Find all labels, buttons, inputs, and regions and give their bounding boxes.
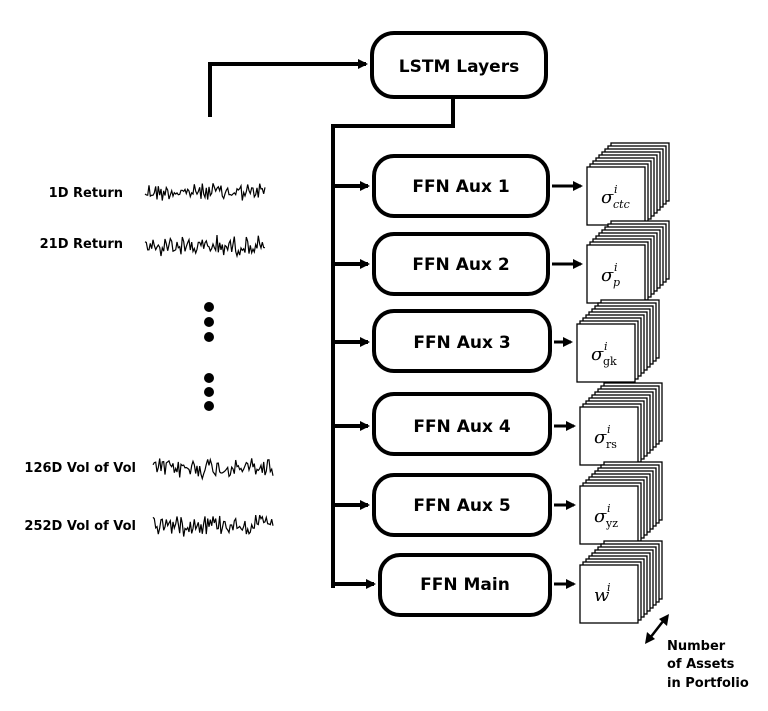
output-superscript: i [607, 502, 611, 515]
input-label: 21D Return [40, 237, 123, 252]
ffn-label: FFN Aux 1 [412, 177, 509, 197]
stack-layer [579, 564, 639, 624]
ffn-box [372, 309, 552, 373]
ffn-box [372, 232, 550, 296]
stack-layer [579, 485, 639, 545]
ffn-box [372, 154, 550, 218]
output-superscript: i [614, 261, 618, 274]
ffn-box [378, 553, 552, 617]
output-symbol: σ [594, 427, 607, 448]
ellipsis-dot [204, 332, 214, 342]
input-signals [144, 183, 274, 537]
ffn-label: FFN Main [420, 575, 510, 595]
ellipsis-dot [204, 373, 214, 383]
output-superscript: i [614, 183, 618, 196]
ffn-head: FFN Main wi [333, 540, 663, 624]
ellipsis-dots [204, 302, 214, 411]
input-label: 126D Vol of Vol [24, 461, 136, 476]
assets-note-line: Number [667, 639, 726, 654]
output-symbol: σ [594, 506, 607, 527]
output-stack: wi [579, 540, 663, 624]
output-symbol: σ [601, 265, 614, 286]
ffn-label: FFN Aux 2 [412, 255, 509, 275]
output-symbol: σ [601, 187, 614, 208]
ffn-box [372, 392, 552, 456]
signal-trace [144, 235, 266, 259]
stack-layer [576, 323, 636, 383]
lstm-output-bus [331, 97, 455, 588]
stack-layer [579, 406, 639, 466]
signal-trace [144, 183, 266, 201]
output-subscript: ctc [613, 198, 630, 211]
lstm-label: LSTM Layers [399, 57, 519, 77]
lstm-box [370, 31, 548, 99]
ellipsis-dot [204, 387, 214, 397]
ffn-box [372, 473, 552, 537]
output-subscript: p [613, 276, 620, 289]
assets-note-line: in Portfolio [667, 676, 749, 691]
stack-layer [586, 166, 646, 226]
ffn-label: FFN Aux 5 [413, 496, 510, 516]
output-subscript: rs [606, 438, 617, 451]
output-subscript: yz [605, 517, 618, 530]
assets-note-line: of Assets [667, 657, 735, 672]
ellipsis-dot [204, 317, 214, 327]
input-label: 252D Vol of Vol [24, 519, 136, 534]
ellipsis-dot [204, 302, 214, 312]
signal-trace [152, 514, 274, 537]
output-superscript: i [607, 581, 611, 594]
output-superscript: i [607, 423, 611, 436]
assets-double-arrow [645, 614, 669, 644]
ffn-label: FFN Aux 3 [413, 333, 510, 353]
output-superscript: i [604, 340, 608, 353]
ellipsis-dot [204, 401, 214, 411]
stack-layer [586, 244, 646, 304]
input-label: 1D Return [49, 186, 123, 201]
output-symbol: σ [591, 344, 604, 365]
signal-trace [152, 457, 274, 481]
input-to-lstm-arrow [208, 59, 368, 117]
ffn-label: FFN Aux 4 [413, 417, 511, 437]
output-subscript: gk [603, 355, 617, 368]
output-symbol: w [594, 585, 610, 606]
